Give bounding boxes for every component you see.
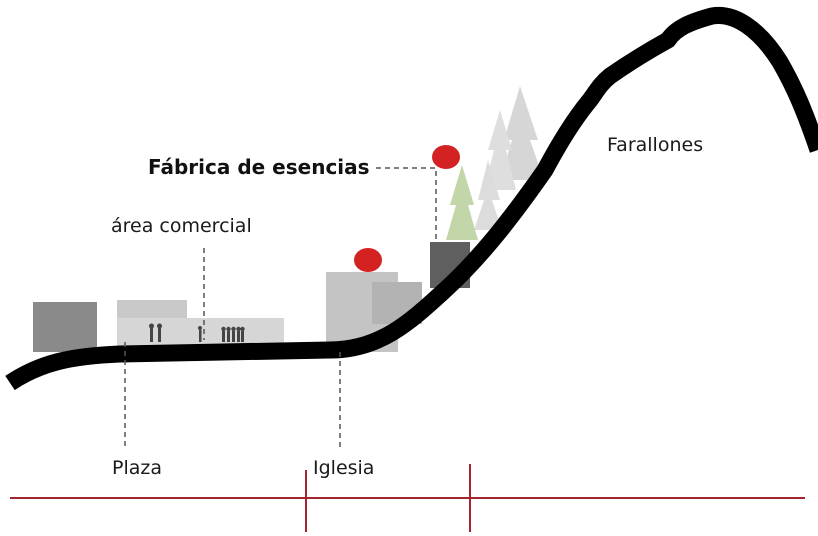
tree-gray-medium [484, 110, 516, 190]
label-plaza: Plaza [112, 457, 162, 479]
tree-gray-small [474, 160, 502, 230]
marker-fabrica [432, 145, 460, 169]
marker-iglesia [354, 248, 382, 272]
tree-gray-large [500, 86, 544, 180]
tree-cluster [446, 86, 544, 240]
label-iglesia: Iglesia [313, 457, 374, 479]
building-left [33, 302, 97, 352]
terrain-profile [5, 6, 818, 391]
label-area-comercial: área comercial [111, 215, 252, 237]
label-fabrica: Fábrica de esencias [148, 155, 370, 179]
people-silhouettes [149, 323, 245, 342]
tree-green [446, 165, 478, 240]
label-farallones: Farallones [607, 134, 703, 156]
leader-fabrica [376, 167, 437, 240]
